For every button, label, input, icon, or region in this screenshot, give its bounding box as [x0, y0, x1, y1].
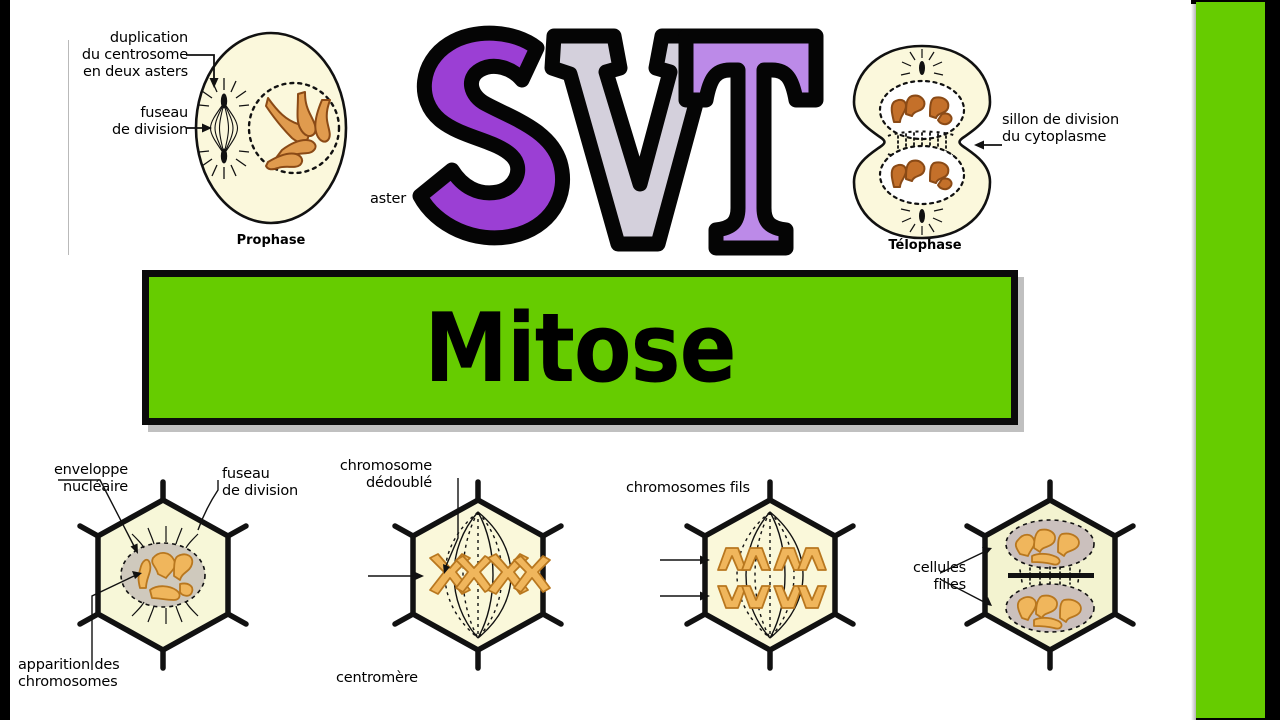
label-enveloppe-nucleaire: enveloppe nucléaire [53, 462, 128, 495]
svt-letter-t [678, 28, 824, 256]
figure-telophase [842, 42, 1002, 242]
label-chromosome-dedouble: chromosome dédoublé [339, 458, 432, 491]
label-aster: aster [370, 191, 407, 207]
green-side-band [1196, 2, 1265, 718]
caption-prophase: Prophase [236, 233, 306, 248]
figure-bottom-2 [368, 478, 598, 678]
mitose-banner-box: Mitose [142, 270, 1018, 425]
vertical-guide-line [68, 40, 69, 255]
figure-bottom-3 [660, 478, 890, 678]
mitose-banner: Mitose [142, 270, 1024, 432]
label-fuseau-de-division-top: fuseau de division [111, 105, 188, 138]
label-fuseau-de-division-bottom: fuseau de division [222, 466, 299, 499]
label-centromere: centromère [336, 670, 418, 686]
label-apparition-chromosomes: apparition des chromosomes [18, 657, 120, 690]
green-band-shadow [1191, 4, 1196, 720]
label-chromosomes-fils: chromosomes fils [626, 480, 750, 496]
caption-telophase: Télophase [888, 238, 962, 253]
svt-letter-s [412, 25, 571, 246]
svt-wordart [404, 8, 824, 278]
figure-bottom-4 [940, 478, 1170, 678]
label-sillon-division-cytoplasme: sillon de division du cytoplasme [1002, 112, 1119, 145]
mitose-banner-label: Mitose [424, 291, 736, 404]
label-duplication-centrosome: duplication du centrosome en deux asters [81, 30, 188, 80]
figure-bottom-1 [58, 478, 288, 678]
figure-prophase [186, 28, 366, 238]
